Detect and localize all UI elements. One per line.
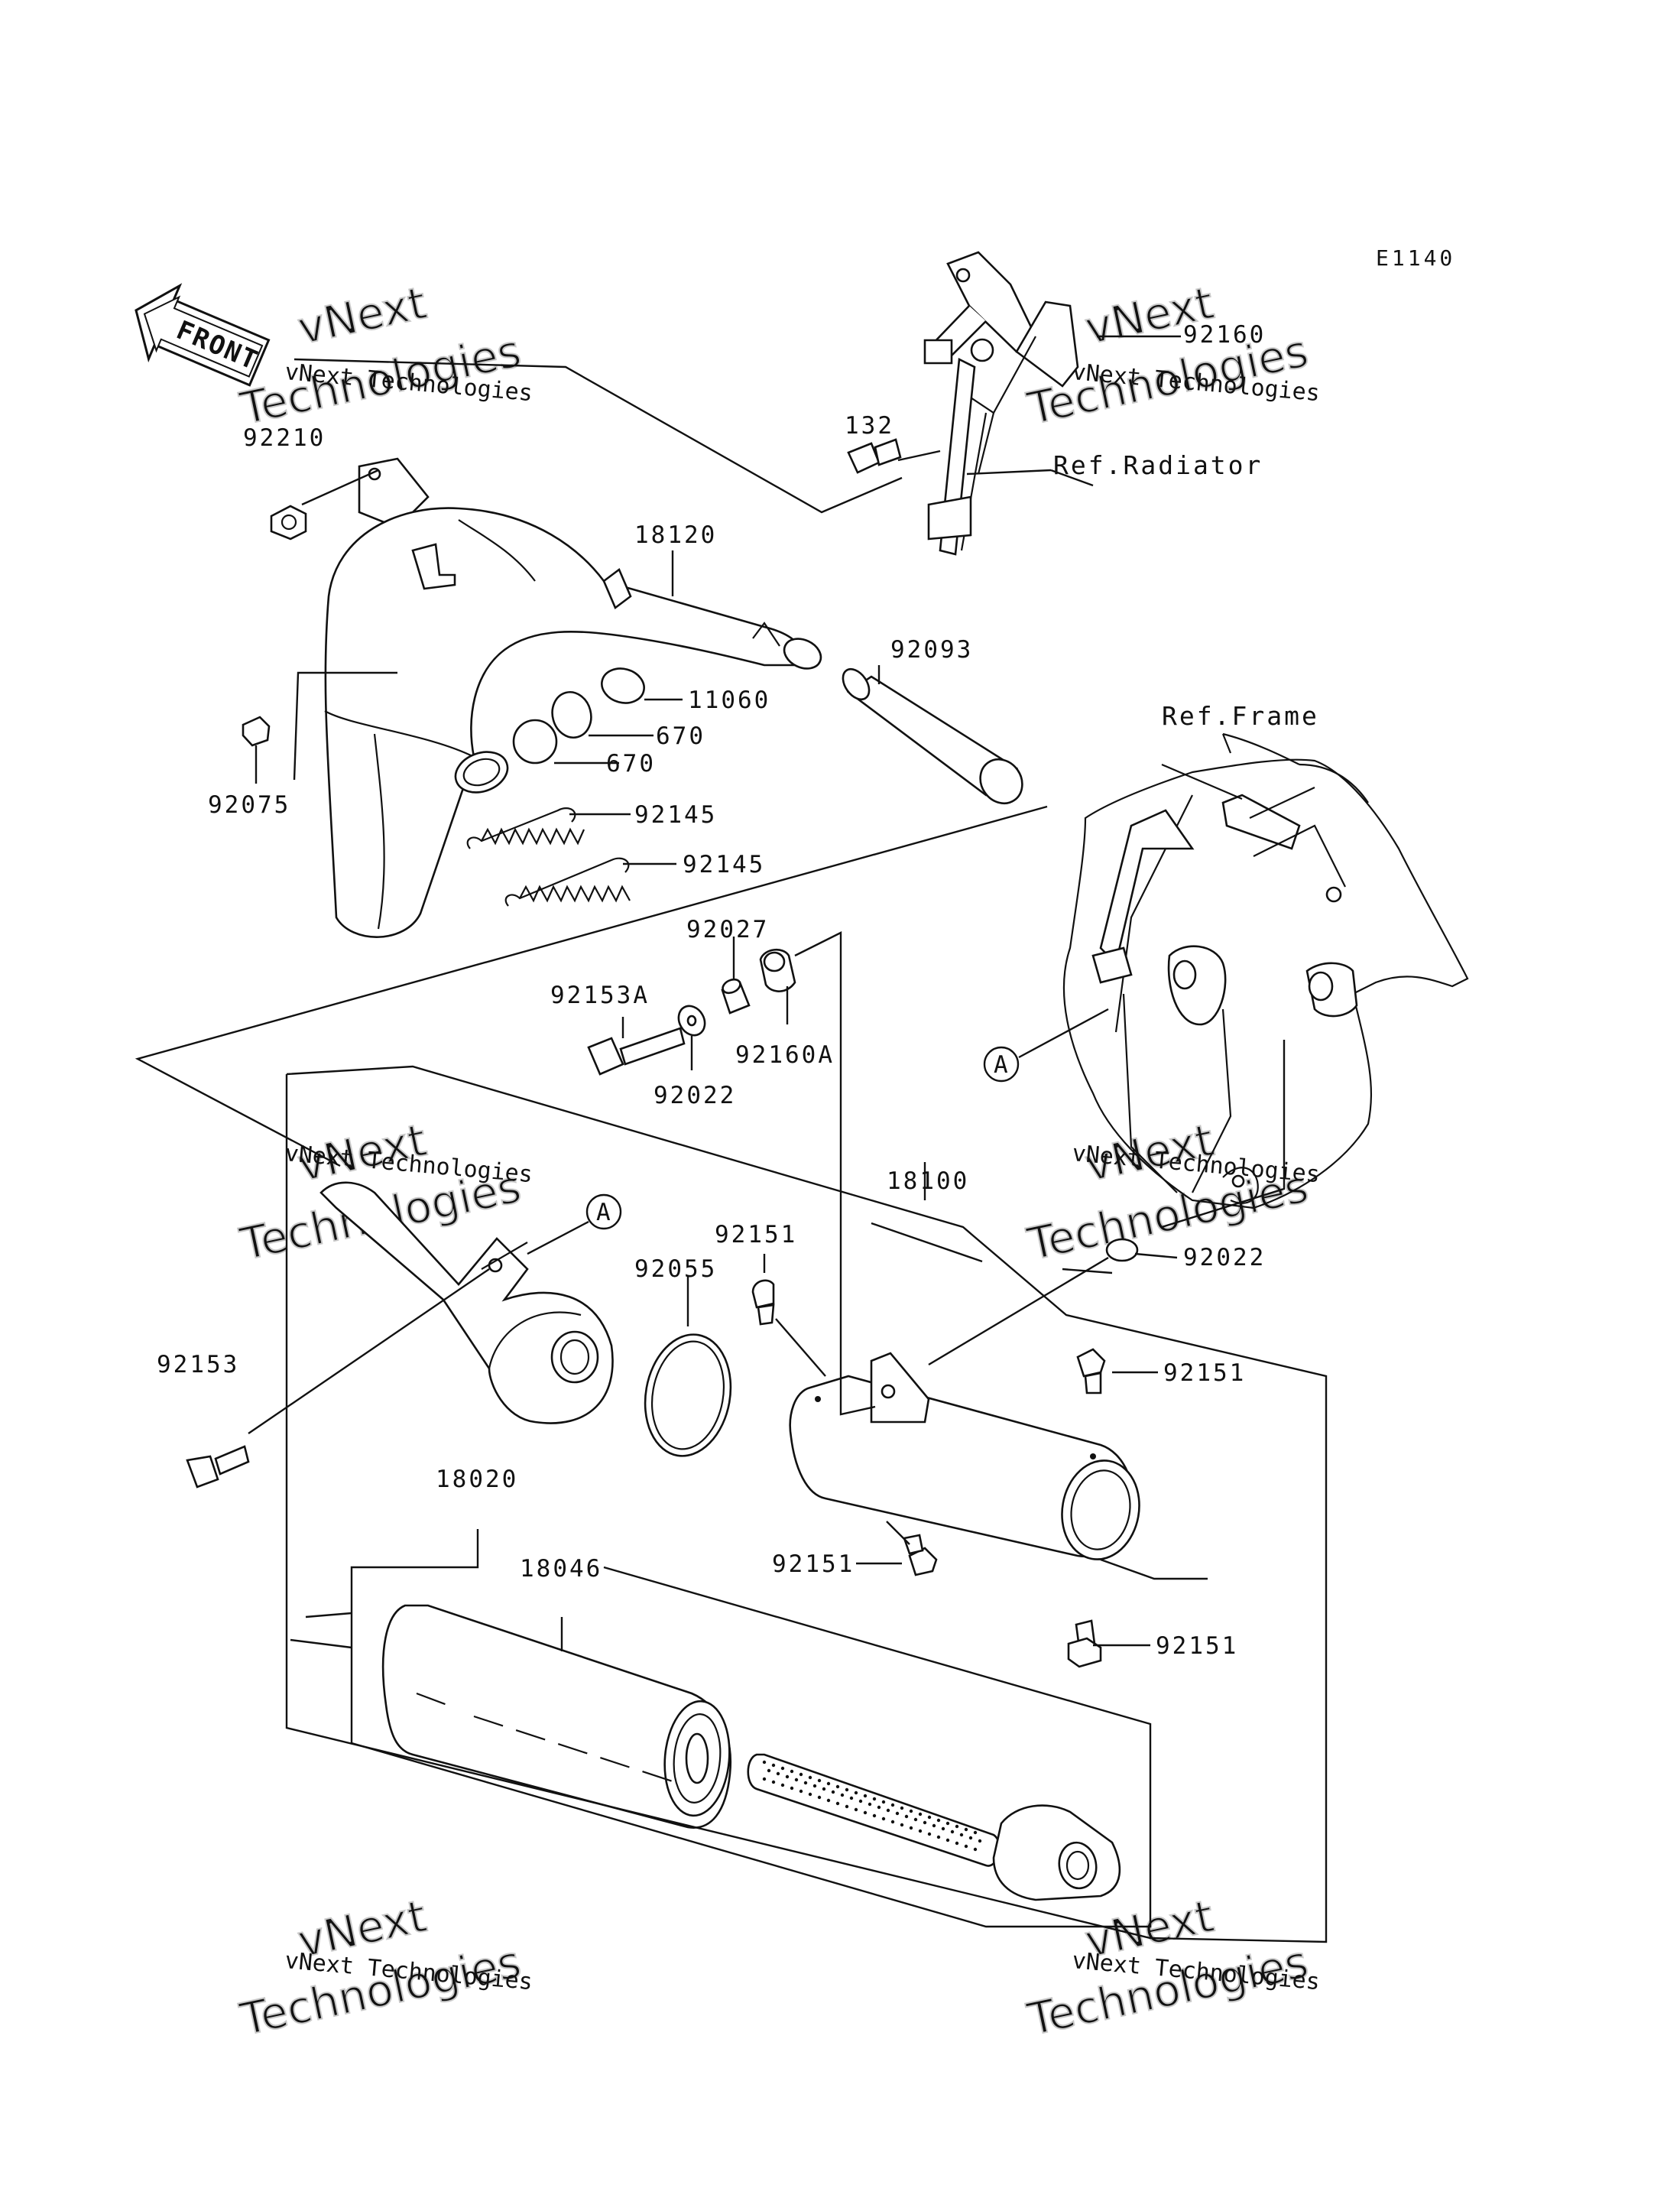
part-label-92153: 92153 bbox=[157, 1351, 239, 1378]
svg-text:A: A bbox=[596, 1199, 613, 1226]
spring-92145-b bbox=[504, 857, 631, 907]
part-label-92151-b: 92151 bbox=[1163, 1359, 1246, 1387]
part-label-132: 132 bbox=[845, 412, 894, 440]
nut-92210 bbox=[270, 505, 307, 541]
watermark-bottom-left: vNext Technologies vNext Technologies bbox=[235, 1889, 534, 2047]
bolt-92151-c bbox=[903, 1534, 938, 1576]
radiator-bracket bbox=[923, 251, 1079, 556]
bolt-92151-b bbox=[1076, 1348, 1106, 1394]
watermark-top-left: vNext Technologies vNext Technologies bbox=[235, 276, 534, 436]
ref-frame-label: Ref.Frame bbox=[1162, 701, 1319, 731]
part-label-92022-a: 92022 bbox=[654, 1082, 736, 1109]
part-label-92151-c: 92151 bbox=[772, 1550, 855, 1578]
part-label-92022-b: 92022 bbox=[1183, 1244, 1266, 1271]
tube-92093 bbox=[842, 667, 1023, 805]
part-label-18046: 18046 bbox=[520, 1555, 602, 1583]
ring-11060 bbox=[601, 667, 645, 704]
part-label-18020: 18020 bbox=[436, 1466, 518, 1493]
leader-lines bbox=[135, 335, 1328, 1943]
front-arrow-icon: FRONT bbox=[135, 283, 271, 387]
bolt-92151-a bbox=[751, 1279, 775, 1326]
callout-a-muffler: A bbox=[585, 1193, 622, 1230]
part-label-92055: 92055 bbox=[634, 1255, 717, 1283]
part-label-92027: 92027 bbox=[686, 916, 769, 943]
part-label-92160: 92160 bbox=[1183, 321, 1266, 349]
bolt-92153 bbox=[186, 1445, 250, 1489]
joint-pipe bbox=[454, 751, 509, 794]
ref-radiator-label: Ref.Radiator bbox=[1053, 450, 1263, 480]
frame-section bbox=[1062, 732, 1469, 1209]
part-label-92145-a: 92145 bbox=[634, 801, 717, 829]
grommet-92160A bbox=[759, 949, 796, 992]
part-label-92160A: 92160A bbox=[735, 1041, 835, 1069]
gasket-92055 bbox=[644, 1333, 732, 1457]
perforated-core bbox=[747, 1753, 1001, 1867]
part-label-92151-d: 92151 bbox=[1156, 1632, 1238, 1660]
bolt-132 bbox=[847, 438, 902, 474]
bolt-92153A bbox=[587, 1027, 686, 1076]
bolt-92151-d bbox=[1067, 1619, 1102, 1668]
muffler-body bbox=[789, 1352, 1140, 1560]
part-label-92075: 92075 bbox=[208, 791, 290, 819]
end-cap bbox=[992, 1804, 1121, 1901]
silencer-18046 bbox=[381, 1604, 732, 1829]
muffler-inlet bbox=[319, 1181, 614, 1424]
part-label-92145-b: 92145 bbox=[683, 851, 765, 878]
collar-92027 bbox=[721, 978, 751, 1015]
part-label-92210: 92210 bbox=[243, 424, 326, 452]
part-label-11060: 11060 bbox=[688, 687, 770, 714]
part-labels: 92160 132 92210 18120 92093 11060 670 67… bbox=[157, 321, 1266, 1660]
part-label-18120: 18120 bbox=[634, 521, 717, 549]
expansion-chamber-18120 bbox=[324, 457, 822, 938]
diagram-code: E1140 bbox=[1376, 245, 1455, 271]
gasket-670-b bbox=[512, 719, 558, 765]
part-label-92151-a: 92151 bbox=[715, 1221, 797, 1248]
washer-92022-a bbox=[677, 1005, 706, 1037]
washer-92022-b bbox=[1105, 1238, 1139, 1262]
part-label-670-b: 670 bbox=[606, 750, 656, 778]
part-label-18100: 18100 bbox=[887, 1167, 969, 1195]
watermark-bottom-right: vNext Technologies vNext Technologies bbox=[1022, 1889, 1321, 2047]
part-label-92093: 92093 bbox=[890, 636, 973, 664]
spring-92145-a bbox=[466, 807, 585, 849]
svg-text:A: A bbox=[994, 1051, 1010, 1079]
svg-text:vNext: vNext bbox=[294, 277, 431, 355]
part-label-92153A: 92153A bbox=[550, 982, 650, 1009]
nut-92075 bbox=[242, 716, 271, 747]
gasket-670-a bbox=[551, 691, 592, 739]
part-label-670-a: 670 bbox=[656, 722, 705, 750]
callout-a-frame: A bbox=[983, 1046, 1020, 1083]
